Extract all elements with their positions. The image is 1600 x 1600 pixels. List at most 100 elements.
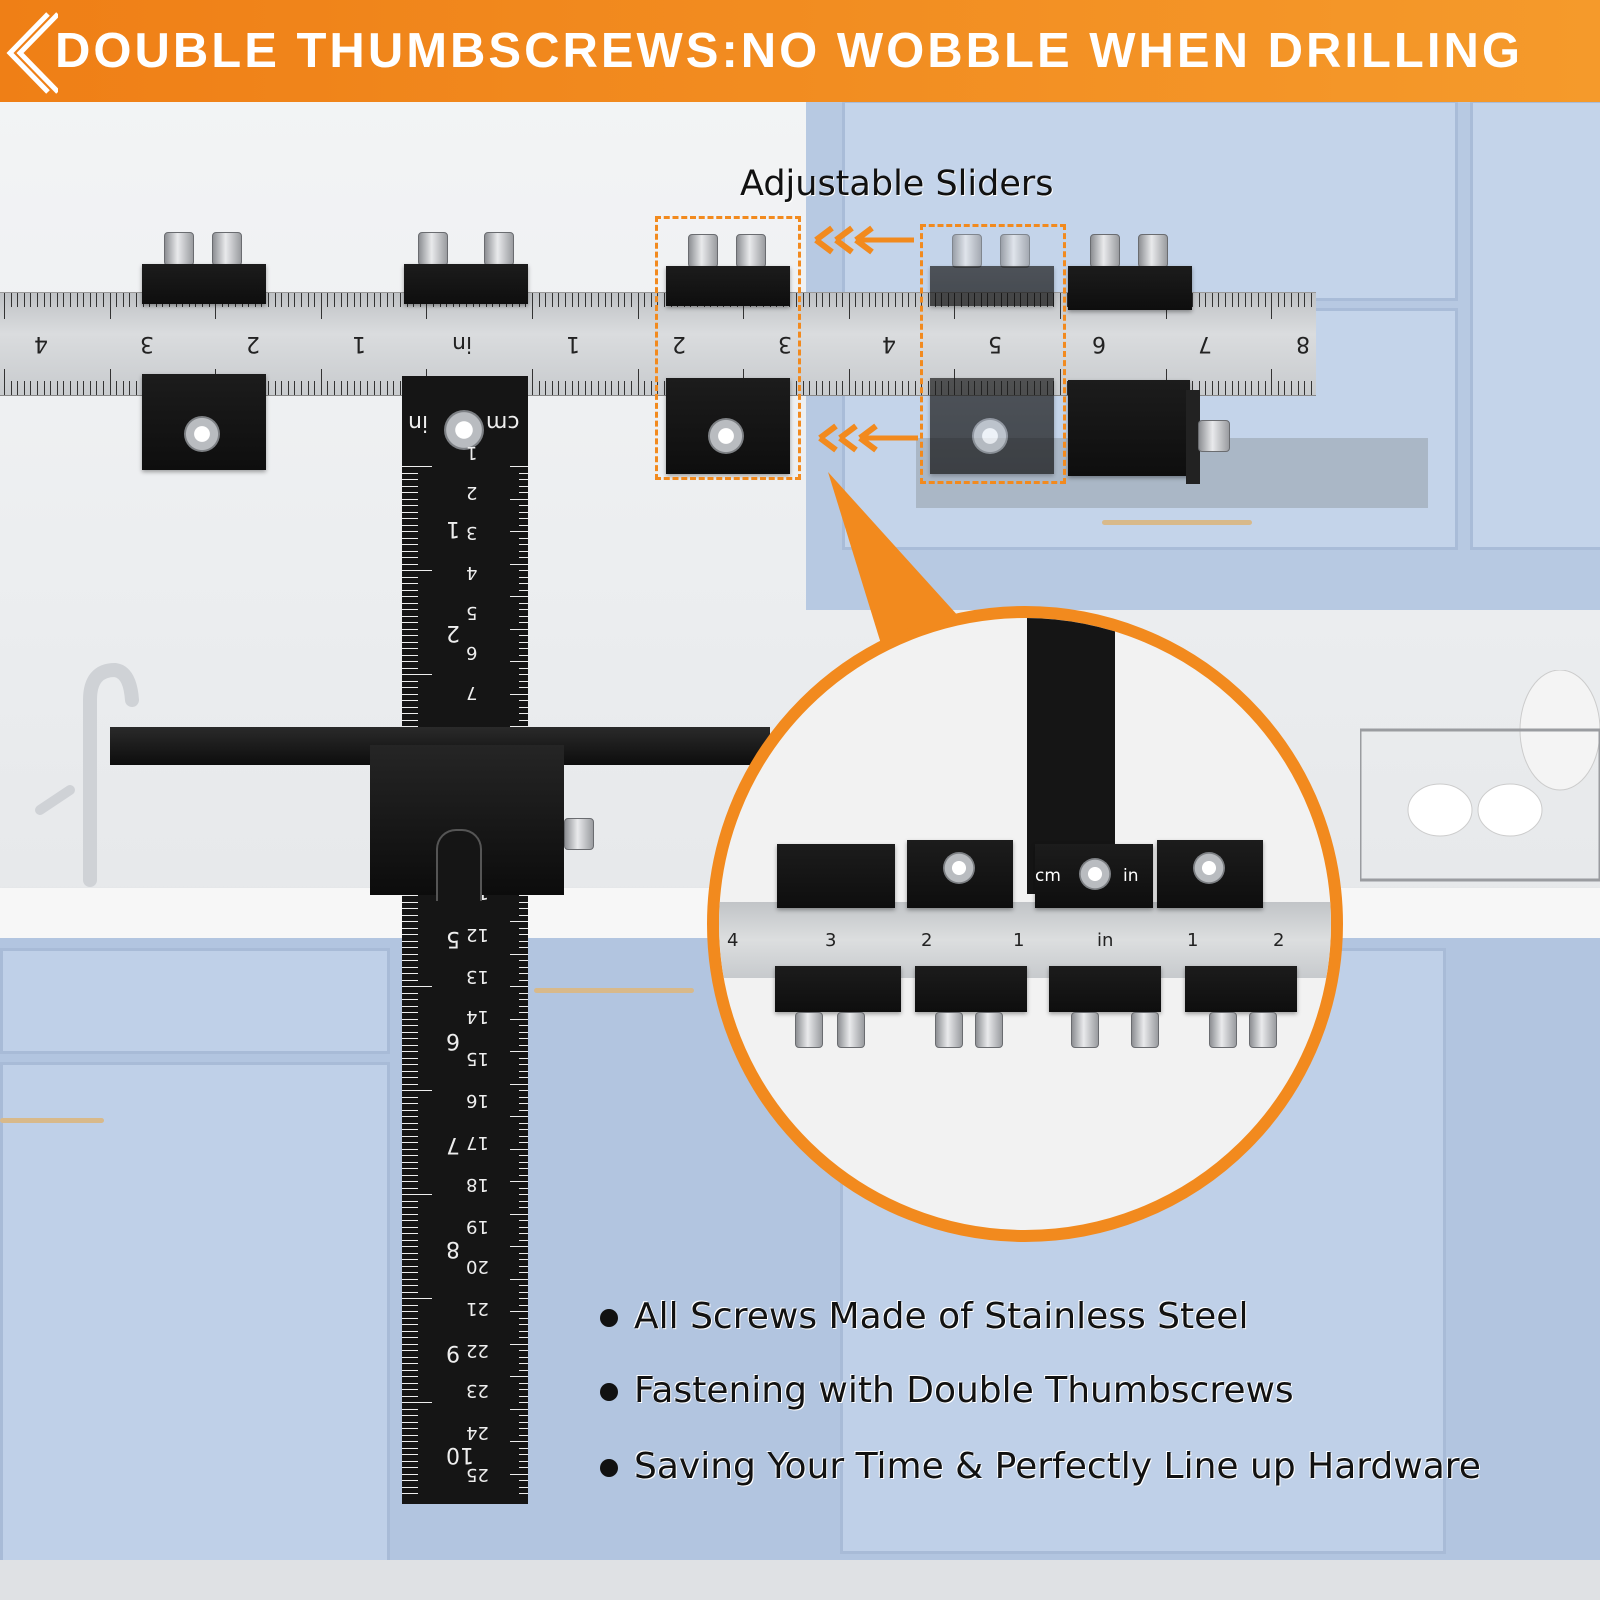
banner-title: DOUBLE THUMBSCREWS:NO WOBBLE WHEN DRILLI… [55, 24, 1523, 78]
drill-bushing-icon [1079, 858, 1111, 890]
ruler-tick [281, 293, 283, 307]
ruler-tick [558, 293, 560, 307]
ruler-tick [402, 1005, 418, 1007]
ruler-tick [1211, 293, 1213, 307]
center-slider[interactable] [370, 745, 564, 901]
ruler-tick [519, 1402, 528, 1403]
ruler-tick [402, 1018, 418, 1020]
ruler-tick [809, 381, 811, 395]
slider-block[interactable] [930, 378, 1054, 474]
ruler-tick [402, 1376, 418, 1377]
ruler-tick [402, 719, 418, 721]
ruler-tick [301, 293, 302, 307]
ruler-tick [1225, 381, 1226, 395]
ruler-tick [314, 381, 316, 395]
ruler-tick [76, 381, 78, 395]
ruler-tick [402, 589, 418, 591]
ruler-tick [571, 293, 573, 307]
ruler-tick [402, 537, 418, 539]
ruler-tick [519, 570, 528, 571]
slider-clamp[interactable] [666, 266, 790, 306]
ruler-tick [519, 973, 528, 974]
slider-block[interactable] [142, 374, 266, 470]
ruler-tick [402, 563, 418, 565]
ruler-tick [519, 1363, 528, 1364]
ruler-tick [510, 628, 528, 630]
drill-bushing-icon [943, 852, 975, 884]
slider-clamp[interactable] [404, 264, 528, 304]
thumbscrew-icon[interactable] [1090, 234, 1120, 268]
ruler-tick [510, 1246, 528, 1247]
slider-clamp[interactable] [142, 264, 266, 304]
ruler-tick [1192, 293, 1193, 307]
ruler-tick [538, 381, 540, 395]
ruler-tick [875, 293, 877, 307]
ruler-tick [519, 1454, 528, 1455]
ruler-tick [578, 293, 580, 307]
ruler-tick [848, 369, 850, 395]
ruler-tick [30, 293, 32, 307]
ruler-tick [386, 293, 388, 307]
dish-rack-icon [1360, 670, 1600, 882]
ruler-tick [402, 1291, 418, 1293]
ruler-tick [519, 1395, 528, 1397]
ruler-tick [519, 1285, 528, 1286]
ruler-tick [914, 293, 916, 307]
ruler-tick [591, 381, 593, 395]
ruler-tick [519, 914, 528, 916]
thumbscrew-icon[interactable] [212, 232, 242, 266]
thumbscrew-icon[interactable] [688, 234, 718, 268]
ruler-tick [402, 999, 418, 1000]
ruler-tick [519, 1038, 528, 1039]
ruler-tick [1211, 381, 1213, 395]
ruler-tick [510, 986, 528, 987]
slider-clamp[interactable] [930, 266, 1054, 306]
ruler-tick [327, 381, 329, 395]
ruler-tick [402, 1454, 418, 1455]
thumbscrew-icon[interactable] [564, 818, 594, 850]
feature-text: All Screws Made of Stainless Steel [634, 1296, 1249, 1337]
thumbscrew-icon[interactable] [1138, 234, 1168, 268]
ruler-tick [402, 1408, 418, 1410]
ruler-tick [402, 1077, 418, 1078]
thumbscrew-icon[interactable] [484, 232, 514, 266]
ruler-tick [402, 576, 418, 578]
floor [0, 1560, 1600, 1600]
ruler-tick [402, 1207, 418, 1208]
ruler-tick [340, 293, 342, 307]
ruler-tick [402, 1090, 432, 1091]
thumbscrew-icon[interactable] [1198, 420, 1230, 452]
ruler-tick [519, 1077, 528, 1078]
slider-block[interactable] [666, 378, 790, 474]
ruler-tick [402, 927, 418, 929]
ruler-tick [274, 381, 276, 395]
ruler-tick [402, 1044, 418, 1046]
slider-clamp[interactable] [1068, 266, 1192, 310]
ruler-tick [510, 1181, 528, 1182]
ruler-tick [314, 293, 316, 307]
stop-block[interactable] [1068, 380, 1190, 476]
ruler-tick [519, 667, 528, 669]
ruler-tick [402, 1038, 418, 1039]
ruler-tick [402, 1057, 418, 1059]
ruler-tick [519, 1265, 528, 1267]
ruler-tick [402, 628, 418, 630]
ruler-tick [519, 1467, 528, 1468]
ruler-tick [402, 498, 418, 500]
ruler-tick [320, 293, 322, 319]
ruler-tick [294, 293, 296, 307]
thumbscrew-icon[interactable] [418, 232, 448, 266]
drill-bushing-icon [444, 410, 484, 450]
ruler-tick [402, 1116, 418, 1117]
ruler-tick [268, 381, 269, 395]
thumbscrew-icon [935, 1012, 963, 1048]
ruler-tick [402, 466, 432, 467]
ruler-tick [402, 602, 418, 604]
ruler-tick [519, 706, 528, 708]
thumbscrew-icon [1131, 1012, 1159, 1048]
ruler-tick [402, 524, 418, 526]
thumbscrew-icon[interactable] [1000, 234, 1030, 268]
ruler-tick [637, 293, 639, 319]
ruler-tick [402, 914, 418, 916]
ruler-tick [281, 381, 283, 395]
